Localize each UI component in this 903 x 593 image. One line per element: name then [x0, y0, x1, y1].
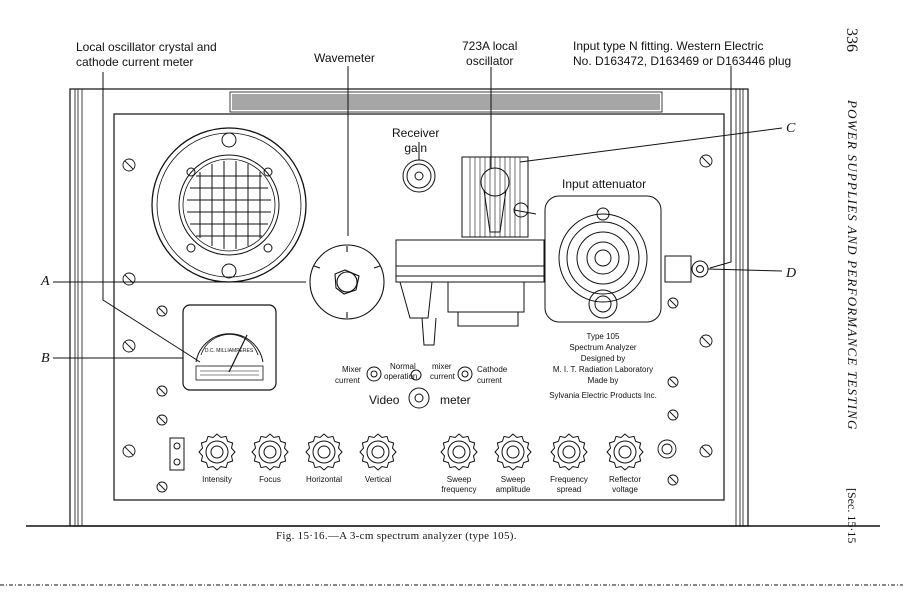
- knob-label: Focus: [259, 475, 281, 484]
- callout-line: Local oscillator crystal and: [76, 40, 217, 54]
- callout-line: Receiver: [392, 126, 440, 140]
- control-knob: [606, 433, 644, 471]
- knob-label: spread: [557, 485, 581, 494]
- control-knob: [494, 433, 532, 471]
- knob-label: Vertical: [365, 475, 391, 484]
- knob-label: frequency: [441, 485, 476, 494]
- meter-scale-label: D.C. MILLIAMPERES: [205, 348, 254, 354]
- knob-label: Intensity: [202, 475, 232, 484]
- callout-723a-local-oscillator: 723A local oscillator: [462, 39, 517, 69]
- normal-operation-label: Normal: [390, 362, 416, 371]
- knob-label: Sweep: [501, 475, 526, 484]
- leader-lines: [53, 66, 783, 363]
- knob-label: amplitude: [496, 485, 531, 494]
- video-label: Video: [369, 393, 400, 407]
- normal-operation-label: operation: [384, 372, 417, 381]
- knob-label: Reflector: [609, 475, 641, 484]
- cabinet: [69, 88, 749, 527]
- letter-a: A: [41, 274, 50, 289]
- callout-line: No. D163472, D163469 or D163446 plug: [573, 54, 792, 68]
- control-knob: [440, 433, 478, 471]
- nameplate-line: Designed by: [581, 354, 625, 363]
- nameplate-line: Made by: [588, 376, 619, 385]
- control-knob: [359, 433, 397, 471]
- knob-label: Frequency: [550, 475, 588, 484]
- nameplate-line: Sylvania Electric Products Inc.: [549, 391, 657, 400]
- running-head: POWER SUPPLIES AND PERFORMANCE TESTING: [845, 100, 860, 431]
- callout-line: oscillator: [466, 54, 514, 68]
- section-number: [Sec. 15·15: [845, 488, 859, 544]
- figure-caption: Fig. 15·16.—A 3-cm spectrum analyzer (ty…: [276, 530, 517, 542]
- mixer-current-b-label: current: [430, 372, 456, 381]
- callout-input-attenuator: Input attenuator: [562, 177, 647, 191]
- mixer-current-label: Mixer: [342, 365, 362, 374]
- callout-line: cathode current meter: [76, 55, 194, 69]
- knob-label: voltage: [612, 485, 638, 494]
- milliammeter: [182, 304, 277, 391]
- nameplate-line: Type 105: [587, 332, 620, 341]
- mixer-current-b-label: mixer: [432, 362, 452, 371]
- nameplate: Type 105 Spectrum Analyzer Designed by M…: [549, 332, 657, 400]
- page-sidebar: 336 POWER SUPPLIES AND PERFORMANCE TESTI…: [842, 28, 872, 558]
- meter-label: meter: [440, 393, 471, 407]
- control-knob: [251, 433, 289, 471]
- control-knob: [550, 433, 588, 471]
- crt-screen: [151, 127, 307, 283]
- control-knob: [305, 433, 343, 471]
- letter-c: C: [786, 121, 796, 136]
- wavemeter-dial: [309, 244, 385, 320]
- switch-labels: Mixer current Normal operation mixer cur…: [335, 362, 508, 385]
- knob-label: Horizontal: [306, 475, 342, 484]
- nameplate-line: Spectrum Analyzer: [569, 343, 636, 352]
- letter-d: D: [786, 266, 797, 281]
- letter-b: B: [41, 351, 50, 366]
- mixer-current-label: current: [335, 376, 361, 385]
- nameplate-line: M. I. T. Radiation Laboratory: [553, 365, 653, 374]
- cathode-current-label: Cathode: [477, 365, 508, 374]
- callout-input-fitting: Input type N fitting. Western Electric N…: [573, 39, 791, 69]
- callout-receiver-gain: Receiver gain: [392, 126, 439, 156]
- callout-line: gain: [404, 141, 428, 155]
- panel-screws: [122, 154, 713, 493]
- callout-wavemeter: Wavemeter: [314, 51, 375, 65]
- callout-local-oscillator-crystal: Local oscillator crystal and cathode cur…: [76, 40, 217, 70]
- callout-line: Input type N fitting. Western Electric: [573, 39, 764, 53]
- input-connector: [664, 255, 709, 283]
- callout-line: 723A local: [462, 39, 518, 53]
- top-vent: [229, 91, 663, 113]
- knob-label: Sweep: [447, 475, 472, 484]
- panel-switches: [169, 366, 473, 471]
- input-attenuator: [544, 195, 662, 323]
- local-oscillator-assembly: [395, 156, 545, 346]
- receiver-gain-knob: [402, 159, 436, 193]
- cathode-current-label: current: [477, 376, 503, 385]
- page-number: 336: [843, 28, 860, 52]
- control-knob: [198, 433, 236, 471]
